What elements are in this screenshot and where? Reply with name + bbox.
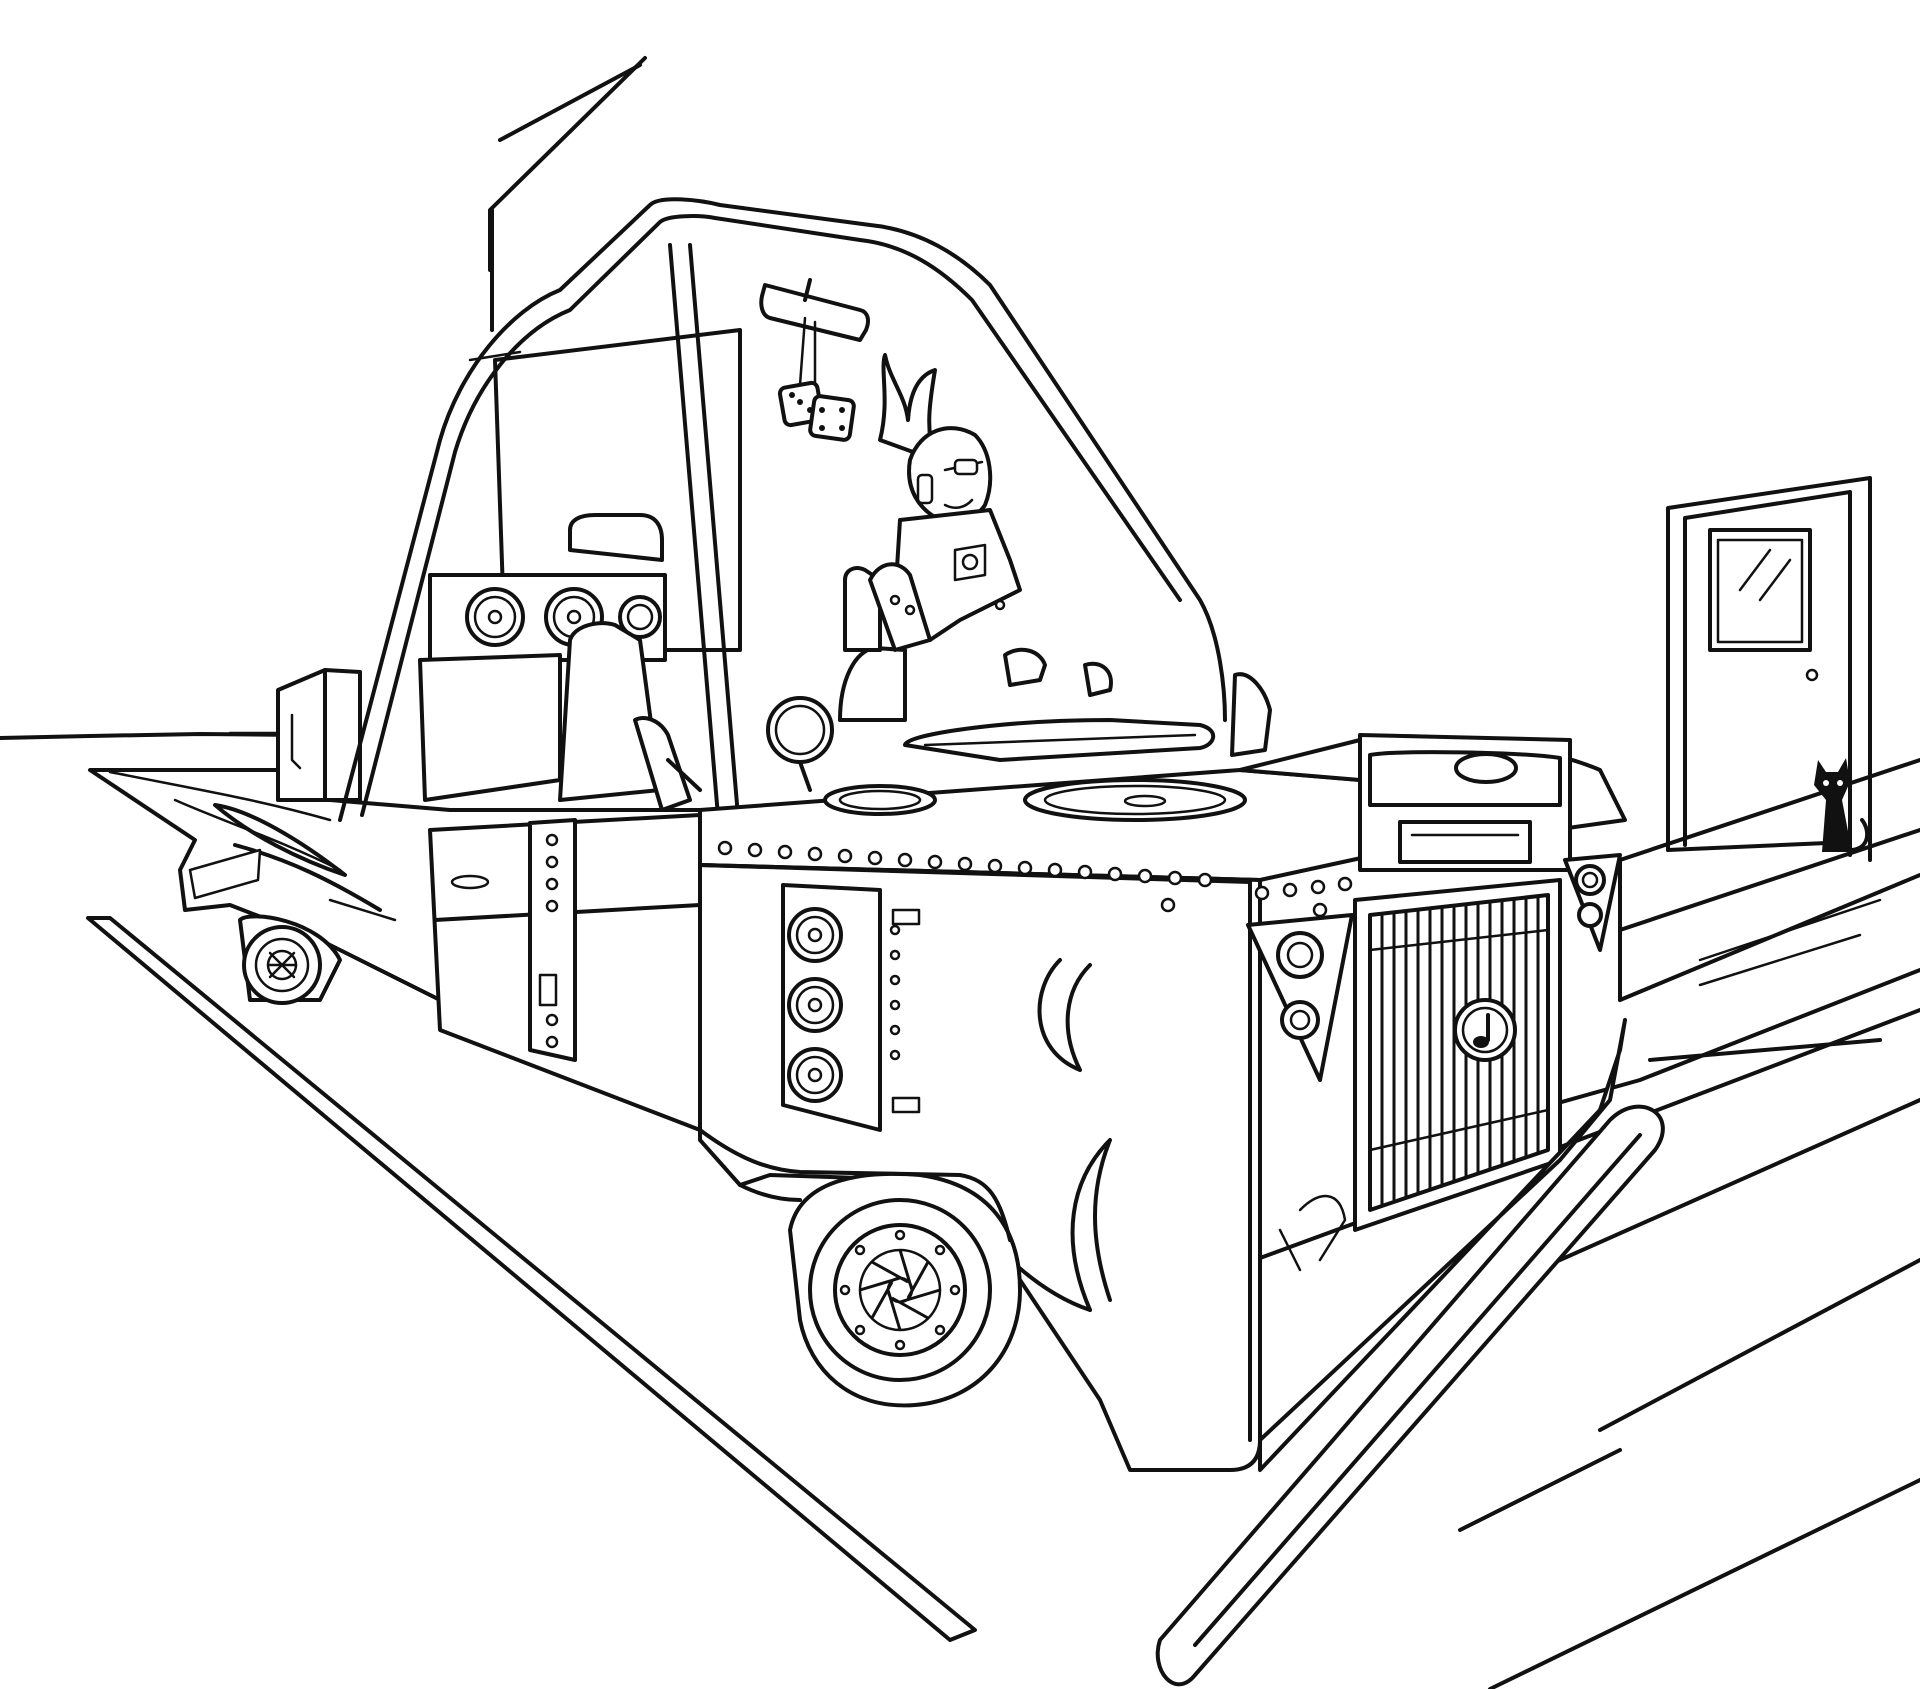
parking-curb-stop <box>1155 1104 1665 1687</box>
wheel-bolts <box>839 1229 961 1351</box>
rear-wheel <box>242 925 322 1005</box>
rear-seat-speakers <box>418 513 667 802</box>
rear-speaker-3 <box>618 595 662 639</box>
dash-lamp <box>766 696 834 792</box>
left-triangle-speaker <box>1246 913 1354 1082</box>
tower-speaker <box>781 883 921 1132</box>
roll-cage <box>338 197 1227 842</box>
street-horizon <box>0 731 302 740</box>
building-wall <box>488 56 647 332</box>
boombox <box>1358 733 1572 872</box>
driver-character <box>868 353 1113 697</box>
fascia-rivets <box>717 840 1353 918</box>
left-curb <box>86 916 977 1642</box>
door-rivets <box>545 833 559 1049</box>
building-door <box>1666 476 1872 862</box>
side-mirror-right <box>1230 672 1272 757</box>
front-grille <box>1353 878 1562 1232</box>
front-wheel <box>788 1171 1022 1408</box>
front-bumper <box>1258 1018 1627 1472</box>
side-mirror-left <box>633 716 702 812</box>
fuzzy-dice-icon <box>777 380 856 442</box>
right-triangle-speaker <box>1563 853 1622 952</box>
rear-speaker-1 <box>465 587 525 647</box>
music-note-emblem-icon <box>1453 998 1517 1062</box>
car-side-body <box>428 813 702 1132</box>
rear-speaker-box <box>276 668 362 802</box>
black-cat-icon <box>1814 758 1870 852</box>
wheel-arch <box>698 1128 1012 1242</box>
